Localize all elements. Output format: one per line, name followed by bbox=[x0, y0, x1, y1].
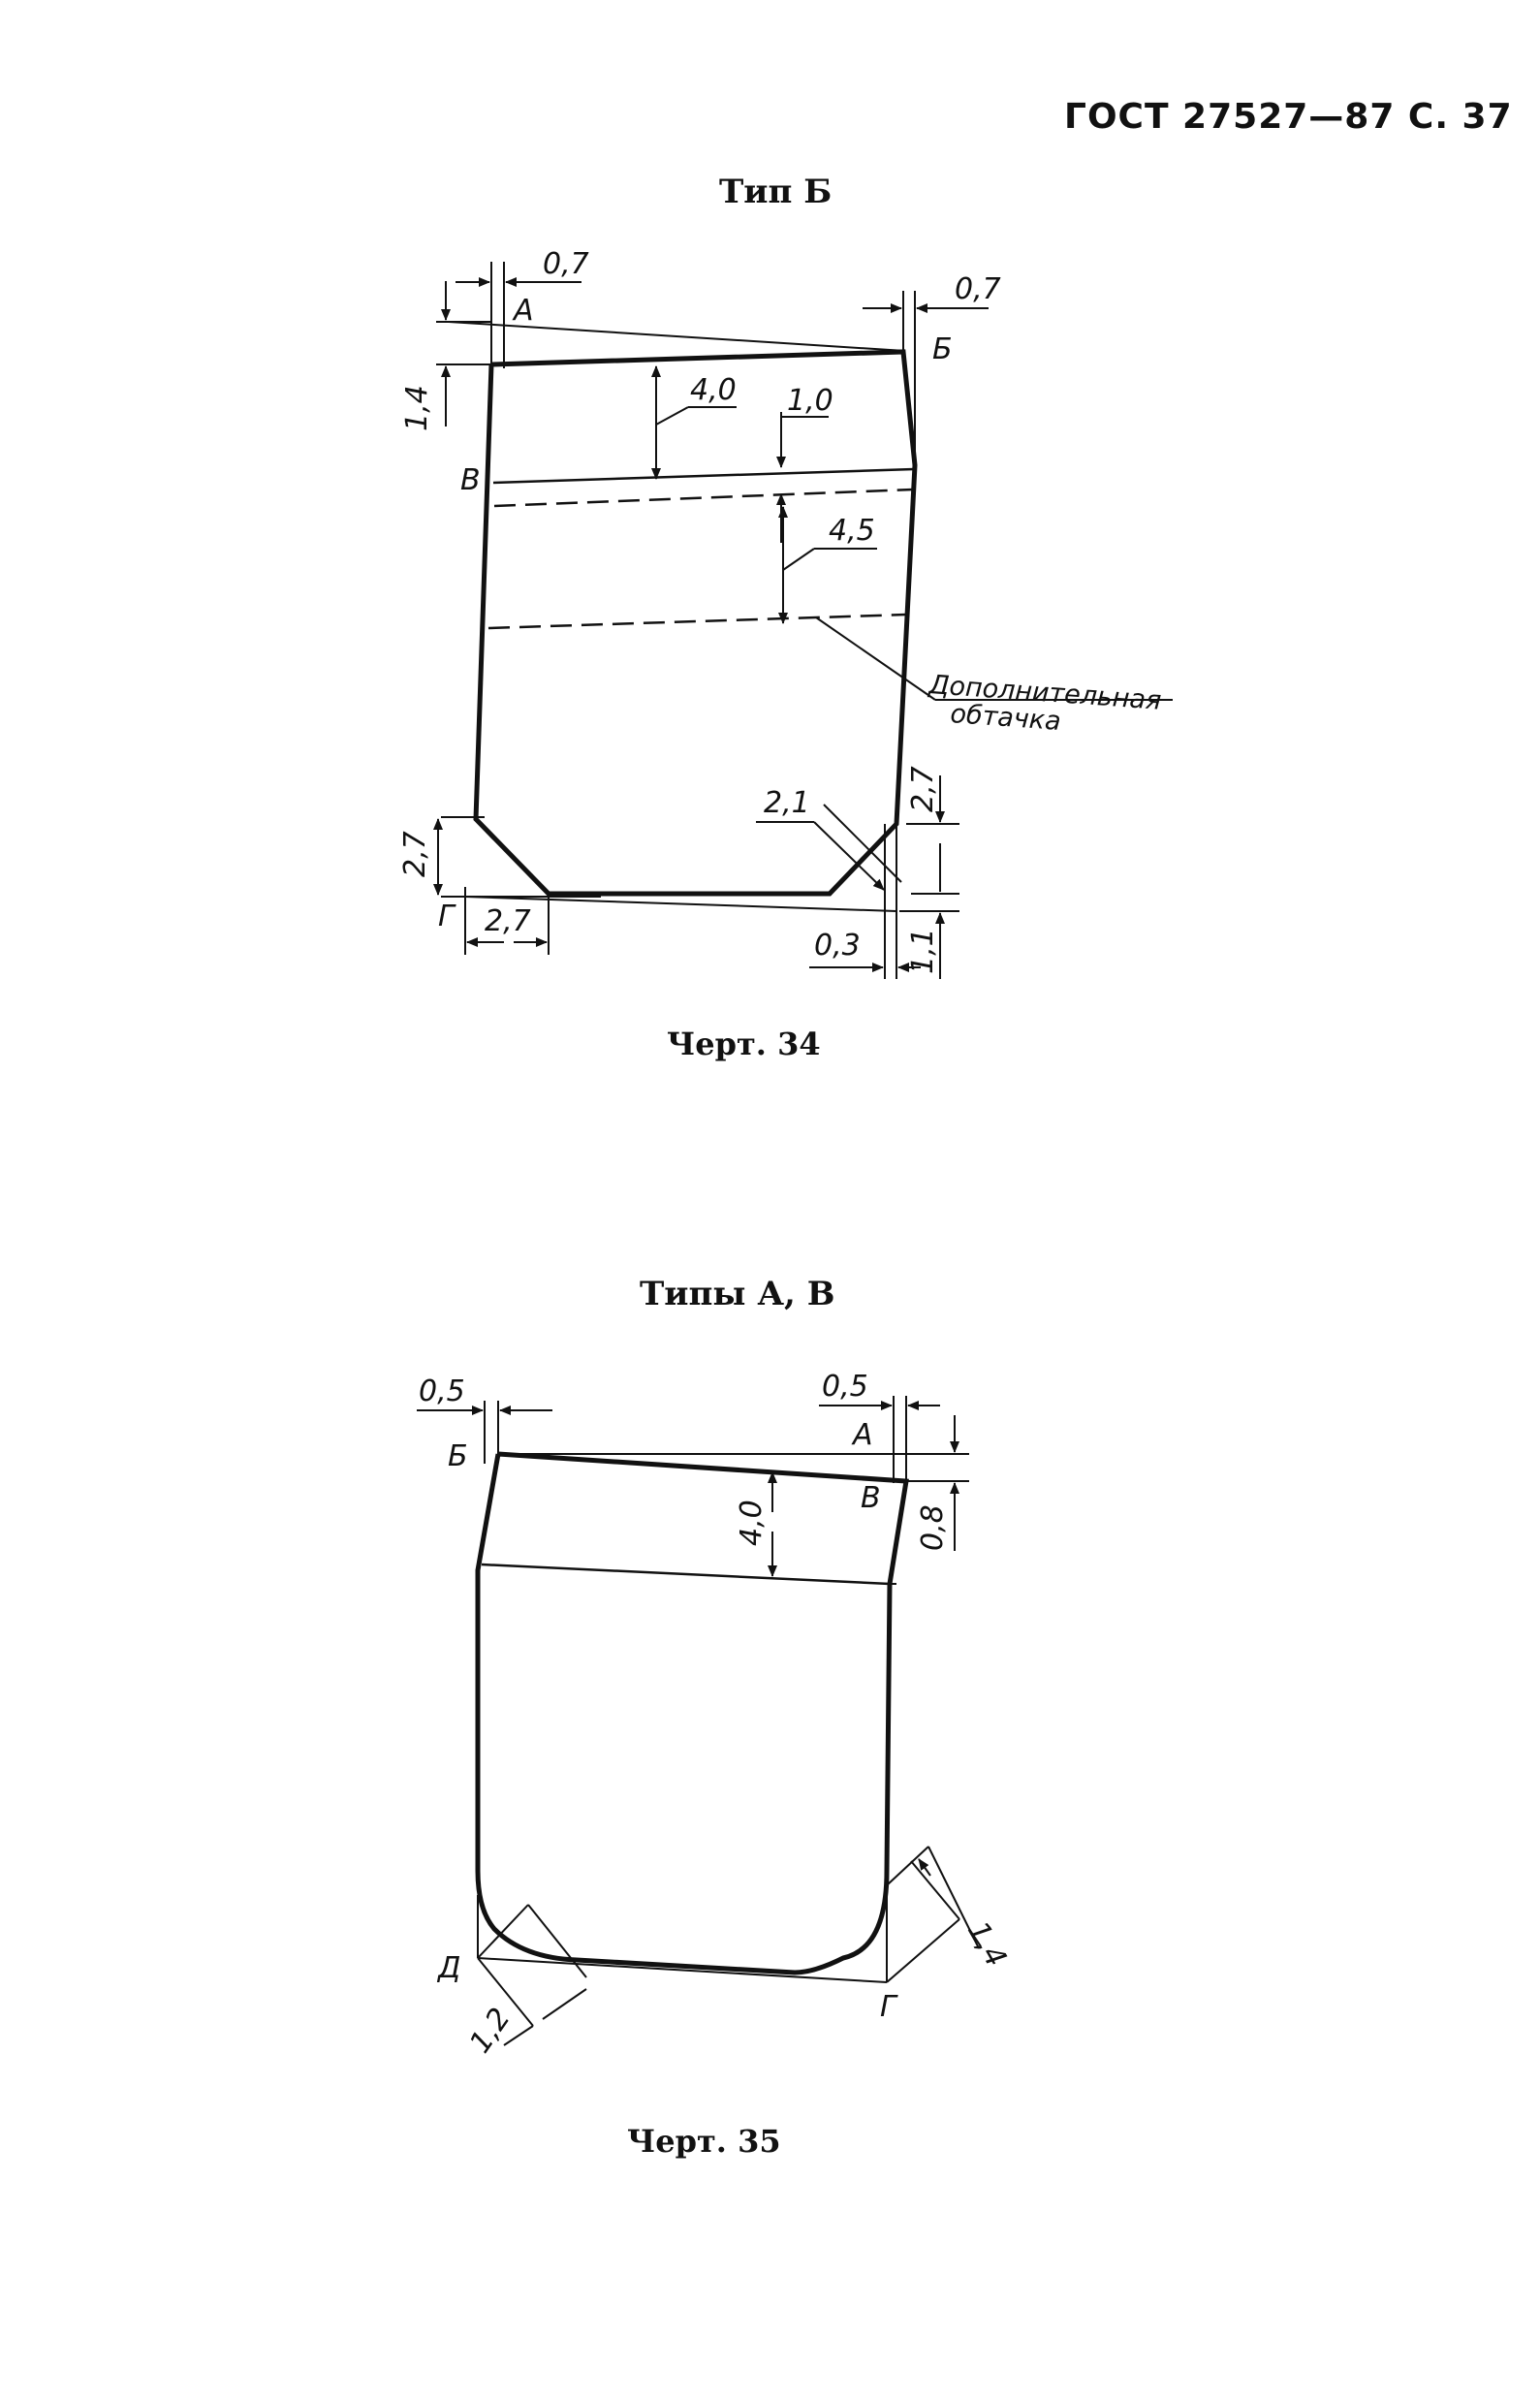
figure-34-drawing bbox=[433, 262, 1173, 979]
figure-35-title: Типы А, В bbox=[640, 1275, 835, 1313]
fig35-dim-0-8: 0,8 bbox=[916, 1504, 950, 1551]
page-header: ГОСТ 27527—87 С. 37 bbox=[1064, 97, 1513, 137]
fig34-point-a: А bbox=[512, 294, 534, 328]
fig34-dim-2-1: 2,1 bbox=[764, 786, 810, 820]
fig34-dim-0-3: 0,3 bbox=[814, 929, 861, 963]
fig34-dim-right-2-7: 2,7 bbox=[906, 766, 940, 812]
fig35-point-d: Д bbox=[436, 1951, 460, 1985]
fig35-dim-4-0: 4,0 bbox=[735, 1500, 769, 1546]
fig35-dim-1-4: 1,4 bbox=[960, 1916, 1013, 1974]
fig35-point-g: Г bbox=[880, 1990, 898, 2024]
fig34-dim-1-4: 1,4 bbox=[400, 385, 434, 431]
fig34-dim-top-right: 0,7 bbox=[955, 272, 1001, 306]
fig35-dim-1-2: 1,2 bbox=[463, 2002, 518, 2059]
figure-34-caption: Черт. 34 bbox=[667, 1026, 821, 1062]
figure-35-caption: Черт. 35 bbox=[627, 2123, 781, 2160]
fig34-point-g: Г bbox=[438, 900, 456, 933]
fig34-point-v: В bbox=[460, 463, 481, 497]
fig35-dim-top-right: 0,5 bbox=[822, 1370, 868, 1404]
fig34-dim-4-5: 4,5 bbox=[829, 514, 875, 548]
fig35-point-v: В bbox=[861, 1481, 881, 1515]
fig34-dim-top-left: 0,7 bbox=[543, 247, 589, 281]
fig35-point-b: Б bbox=[448, 1439, 468, 1473]
fig34-note-line2: обтачка bbox=[950, 699, 1062, 737]
figure-35-drawing bbox=[417, 1396, 982, 2046]
fig34-point-b: Б bbox=[932, 332, 953, 366]
fig35-outline bbox=[475, 1451, 909, 1975]
fig34-outline bbox=[473, 349, 918, 897]
fig34-dim-left-2-7: 2,7 bbox=[398, 831, 432, 877]
fig35-dim-top-left: 0,5 bbox=[419, 1374, 465, 1408]
fig35-point-a: А bbox=[851, 1418, 873, 1452]
figure-34-title: Тип Б bbox=[719, 173, 833, 211]
fig34-dim-1-0: 1,0 bbox=[787, 384, 833, 418]
fig34-dim-bottom-2-7: 2,7 bbox=[485, 904, 531, 938]
fig34-dim-4-0: 4,0 bbox=[690, 373, 737, 407]
fig34-dim-1-1: 1,1 bbox=[906, 928, 940, 974]
